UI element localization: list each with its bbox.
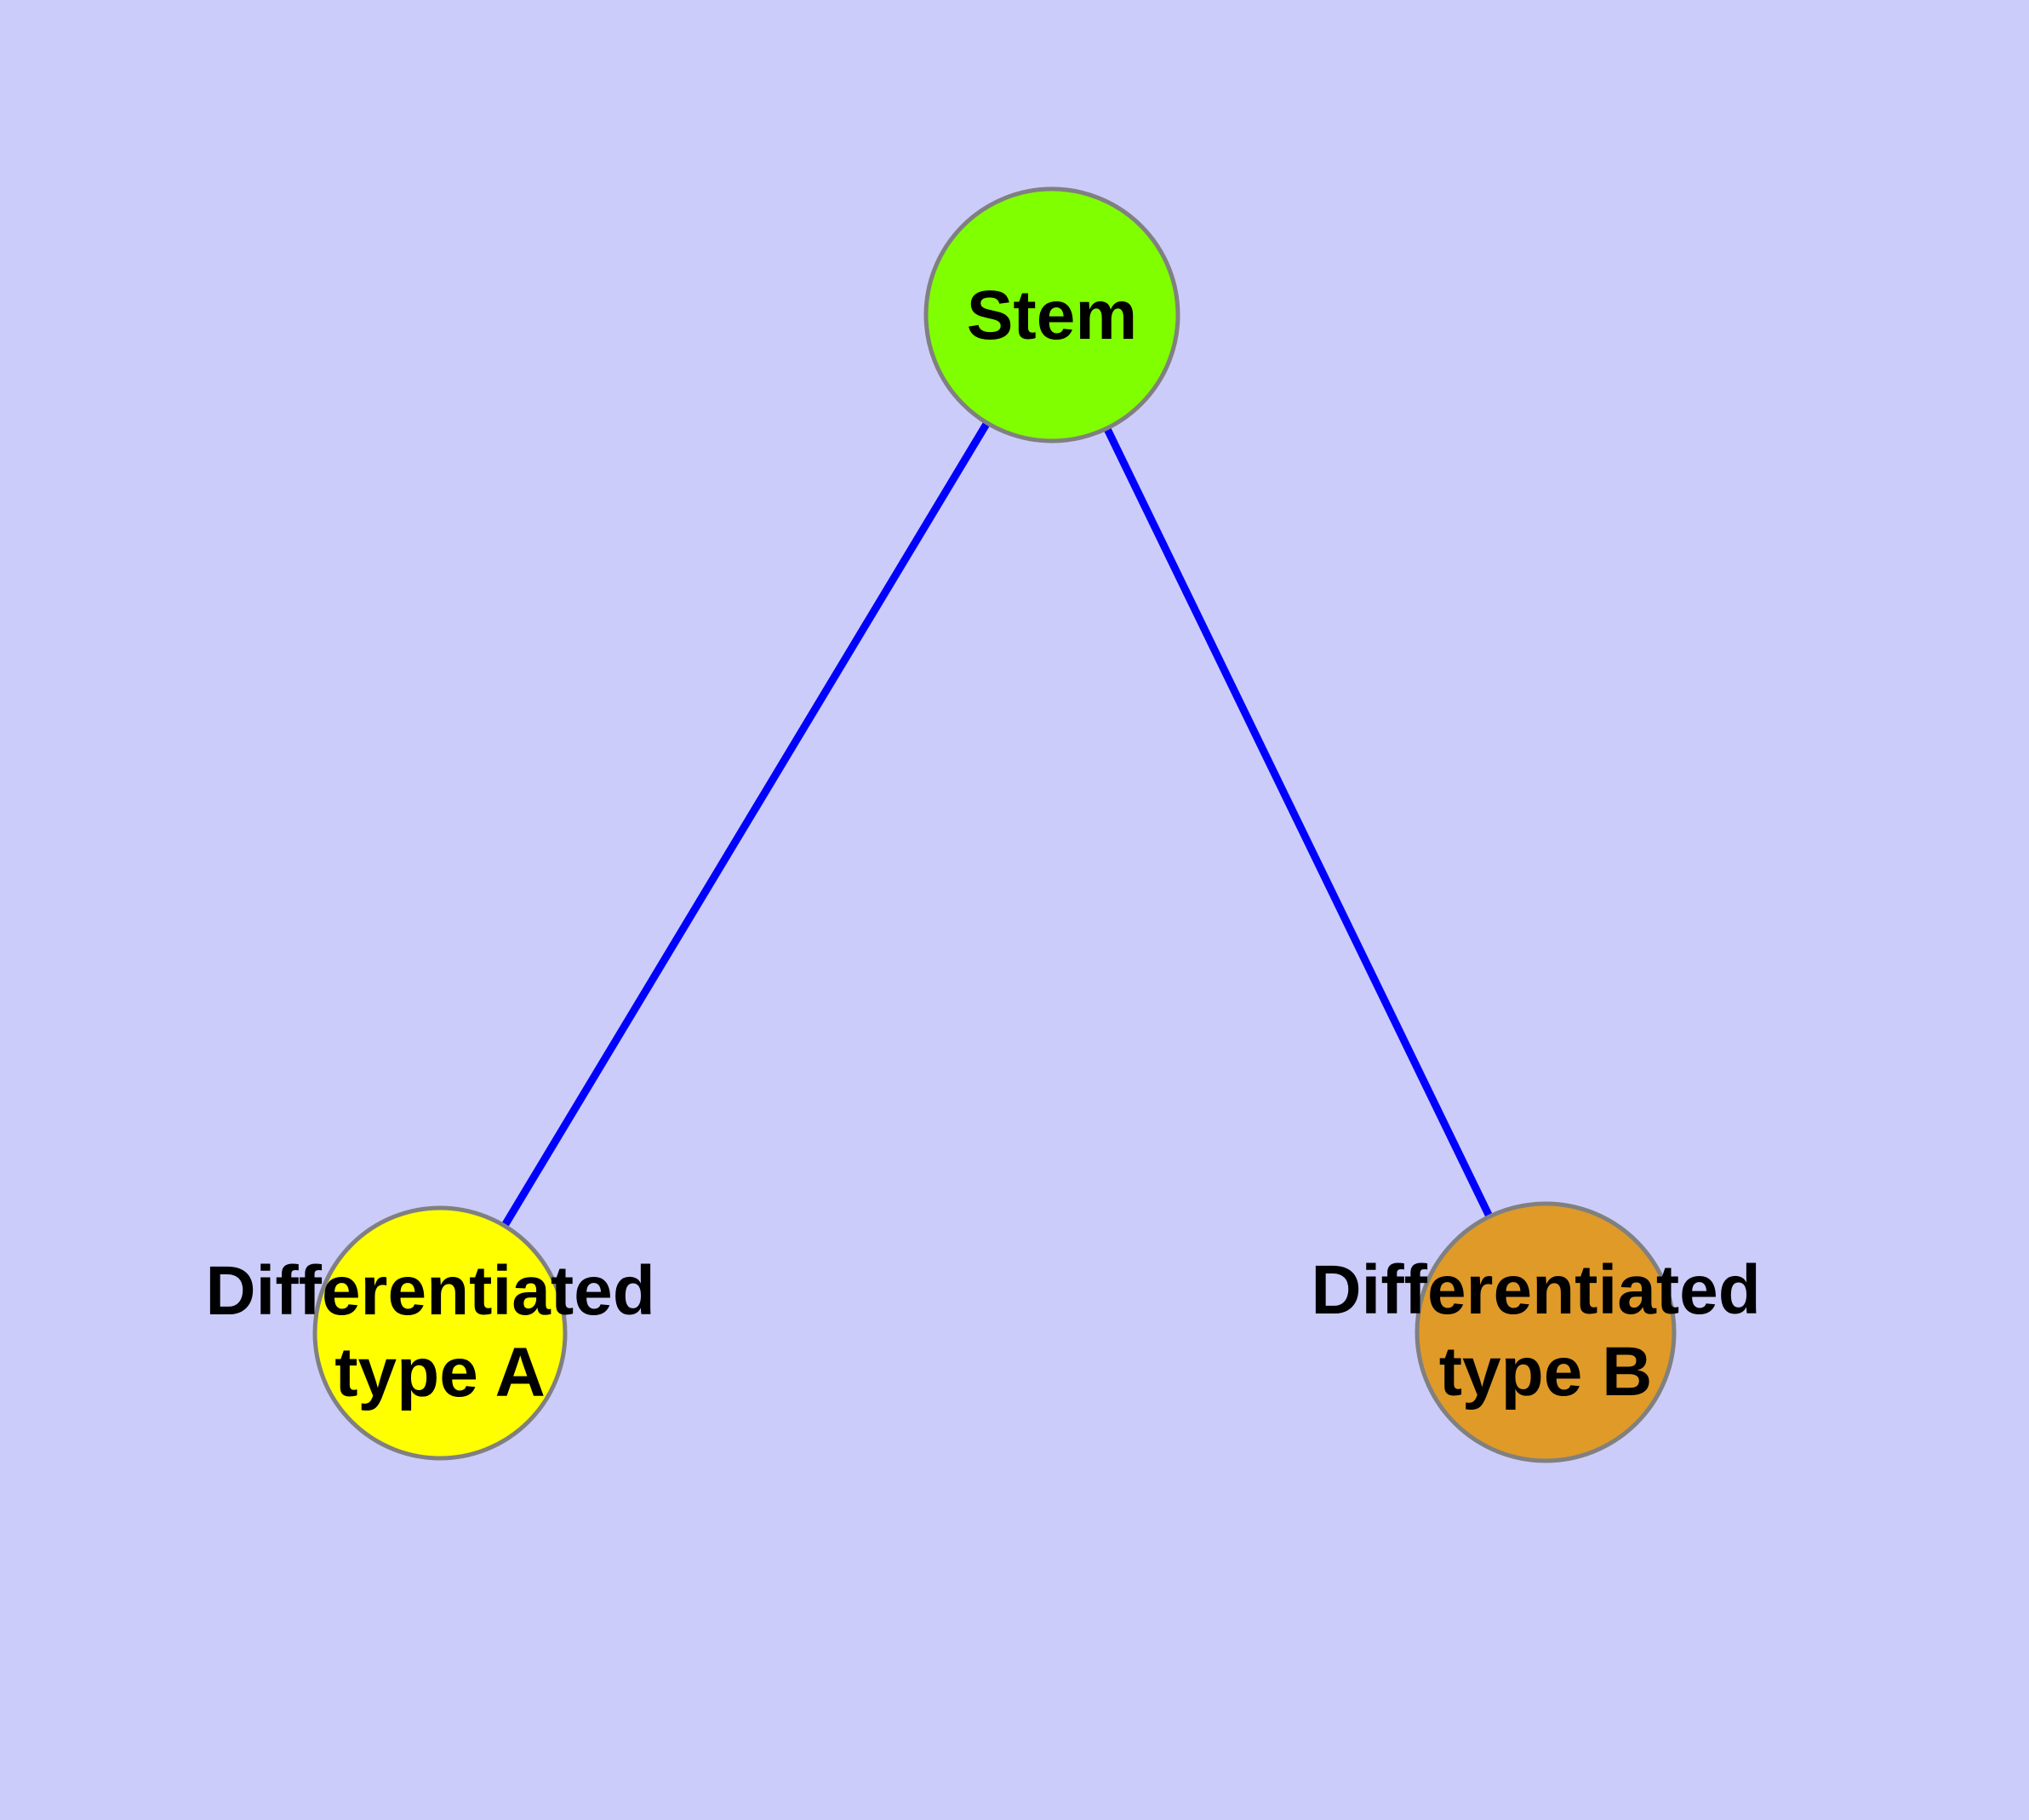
node-label-differentiated-type-b: Differentiated type B <box>1311 1251 1780 1411</box>
node-layer: Differentiated type A Differentiated typ… <box>205 186 1780 1463</box>
node-label-line: type B <box>1439 1333 1653 1411</box>
node-label-line: Stem <box>967 277 1138 354</box>
node-circle-stem[interactable] <box>923 186 1180 444</box>
edge-stem-to-differentiated-type-b[interactable] <box>1103 426 1494 1219</box>
node-label-differentiated-type-a: Differentiated type A <box>205 1252 674 1411</box>
node-circle-differentiated-type-a[interactable] <box>312 1205 568 1461</box>
node-differentiated-type-a[interactable]: Differentiated type A <box>205 1205 674 1461</box>
node-label-line: Differentiated <box>205 1252 655 1330</box>
edge-stem-to-differentiated-type-a[interactable] <box>500 421 991 1228</box>
edge-layer <box>500 421 1494 1228</box>
node-label-line: Differentiated <box>1311 1251 1761 1329</box>
node-differentiated-type-b[interactable]: Differentiated type B <box>1311 1201 1780 1463</box>
node-circle-differentiated-type-b[interactable] <box>1415 1201 1677 1463</box>
node-label-stem: Stem <box>967 277 1138 354</box>
node-label-line: type A <box>334 1334 546 1411</box>
node-stem[interactable]: Stem <box>923 186 1180 444</box>
